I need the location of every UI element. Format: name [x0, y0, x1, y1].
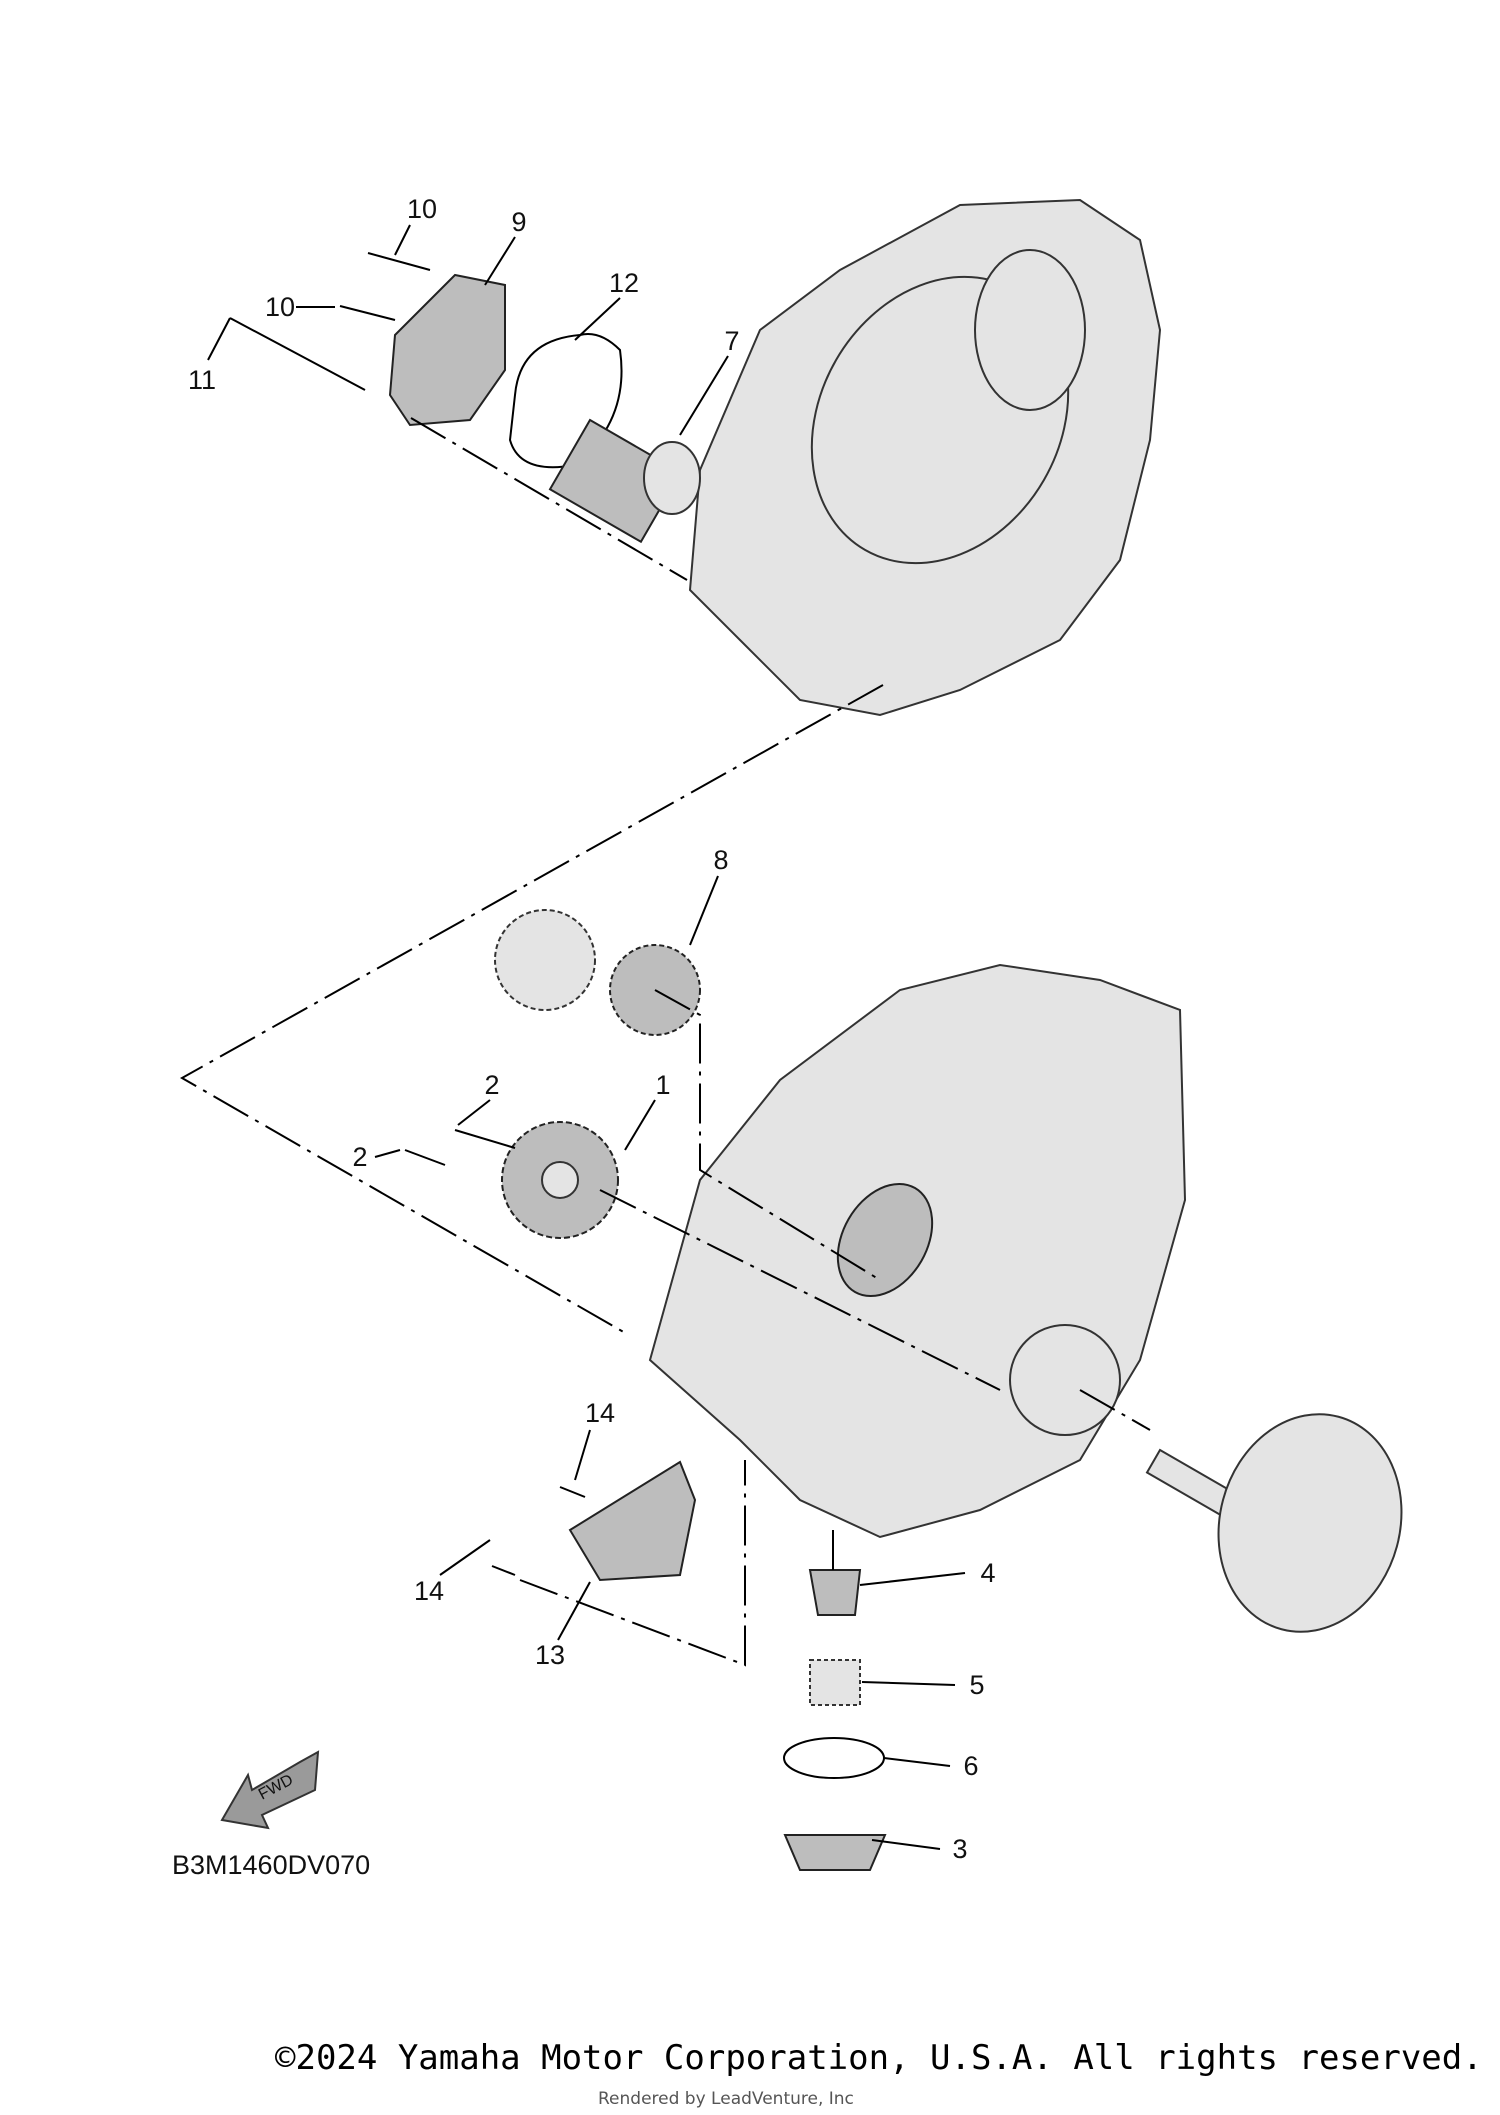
- crankcase-cover: [688, 198, 1162, 717]
- callout: 10: [265, 292, 295, 322]
- crankshaft: [1145, 1413, 1403, 1633]
- callout: 12: [609, 268, 639, 298]
- callout: 9: [511, 207, 526, 237]
- callout: 8: [713, 845, 728, 875]
- callout: 6: [963, 1751, 978, 1781]
- callout: 14: [585, 1398, 615, 1428]
- callout: 7: [724, 326, 739, 356]
- copyright-footer: ©2024 Yamaha Motor Corporation, U.S.A. A…: [275, 2038, 1483, 2078]
- rendered-by-text: Rendered by LeadVenture, Inc: [598, 2089, 854, 2109]
- gear-1-hub: [541, 1161, 579, 1199]
- plug-3: [783, 1834, 887, 1871]
- gear-large: [494, 909, 596, 1011]
- valve-4: [808, 1569, 862, 1616]
- callout: 2: [352, 1142, 367, 1172]
- callout: 14: [414, 1576, 444, 1606]
- callout: 10: [407, 194, 437, 224]
- callout: 2: [484, 1070, 499, 1100]
- callout: 13: [535, 1640, 565, 1670]
- crankcase-lower: [648, 963, 1187, 1539]
- oil-filter: [548, 418, 701, 544]
- fwd-arrow-icon: FWD: [220, 1750, 320, 1830]
- callout: 4: [980, 1558, 995, 1588]
- oil-filter-cover: [388, 273, 506, 427]
- callout: 3: [952, 1834, 967, 1864]
- bolts: [229, 252, 586, 1576]
- callout: 5: [969, 1670, 984, 1700]
- spring-5: [809, 1659, 861, 1706]
- callout: 1: [655, 1070, 670, 1100]
- leader-lines: [207, 224, 966, 1850]
- callouts: 10 9 10 11 12 7 8 2 2 1 14 14 13 4 5 6 3: [188, 194, 996, 1864]
- callout: 11: [188, 365, 216, 395]
- o-ring-6: [783, 1737, 885, 1779]
- alignment-lines: [179, 417, 1151, 1667]
- baffle-plate: [568, 1460, 697, 1582]
- diagram-code: B3M1460DV070: [172, 1850, 370, 1880]
- gasket: [508, 333, 623, 469]
